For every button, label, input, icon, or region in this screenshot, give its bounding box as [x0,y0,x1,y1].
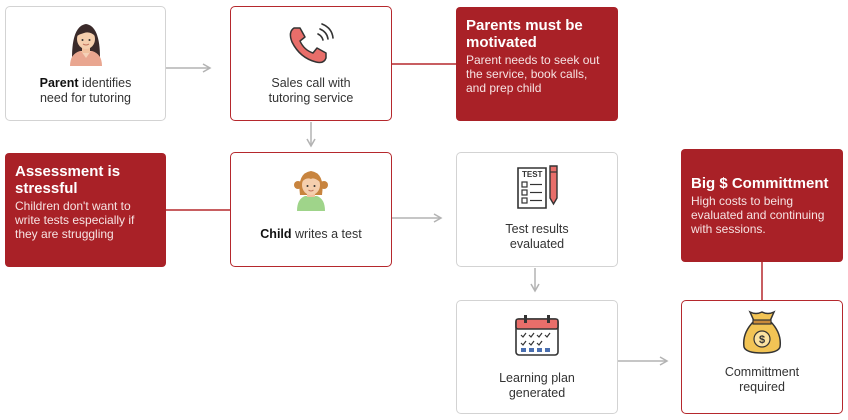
step-child-test: Child writes a test [230,152,392,267]
girl-avatar-icon [291,165,331,215]
note-description: Children don't want to write tests espec… [15,199,135,241]
child-label: Child writes a test [260,227,362,241]
note-parents-motivated: Parents must be motivated Parent needs t… [456,7,618,121]
calendar-icon [512,313,562,363]
step-test-results: TEST Test results evaluated [456,152,618,267]
note-assessment-stressful: Assessment is stressful Children don't w… [5,153,166,267]
phone-ringing-icon [286,22,336,70]
svg-text:TEST: TEST [522,170,543,179]
step-sales-call: Sales call with tutoring service [230,6,392,121]
note-description: Parent needs to seek out the service, bo… [466,53,600,95]
sales-label: Sales call with tutoring service [268,76,354,105]
parent-label: Parent identifies need for tutoring [39,76,132,105]
note-title: Assessment is stressful [15,163,121,197]
commit-label: Committment required [724,365,800,394]
money-bag-icon: $ [740,309,784,359]
note-title: Parents must be motivated [466,17,583,51]
woman-avatar-icon [66,20,106,70]
svg-text:$: $ [759,334,765,346]
results-label: Test results evaluated [505,222,569,251]
step-parent: Parent identifies need for tutoring [5,6,166,121]
step-learning-plan: Learning plan generated [456,300,618,414]
test-sheet-icon: TEST [512,164,562,216]
plan-label: Learning plan generated [499,371,575,400]
note-description: High costs to being evaluated and contin… [691,194,825,236]
step-commitment: $ Committment required [681,300,843,414]
note-title: Big $ Committment [691,175,829,192]
note-big-commitment: Big $ Committment High costs to being ev… [681,149,843,262]
